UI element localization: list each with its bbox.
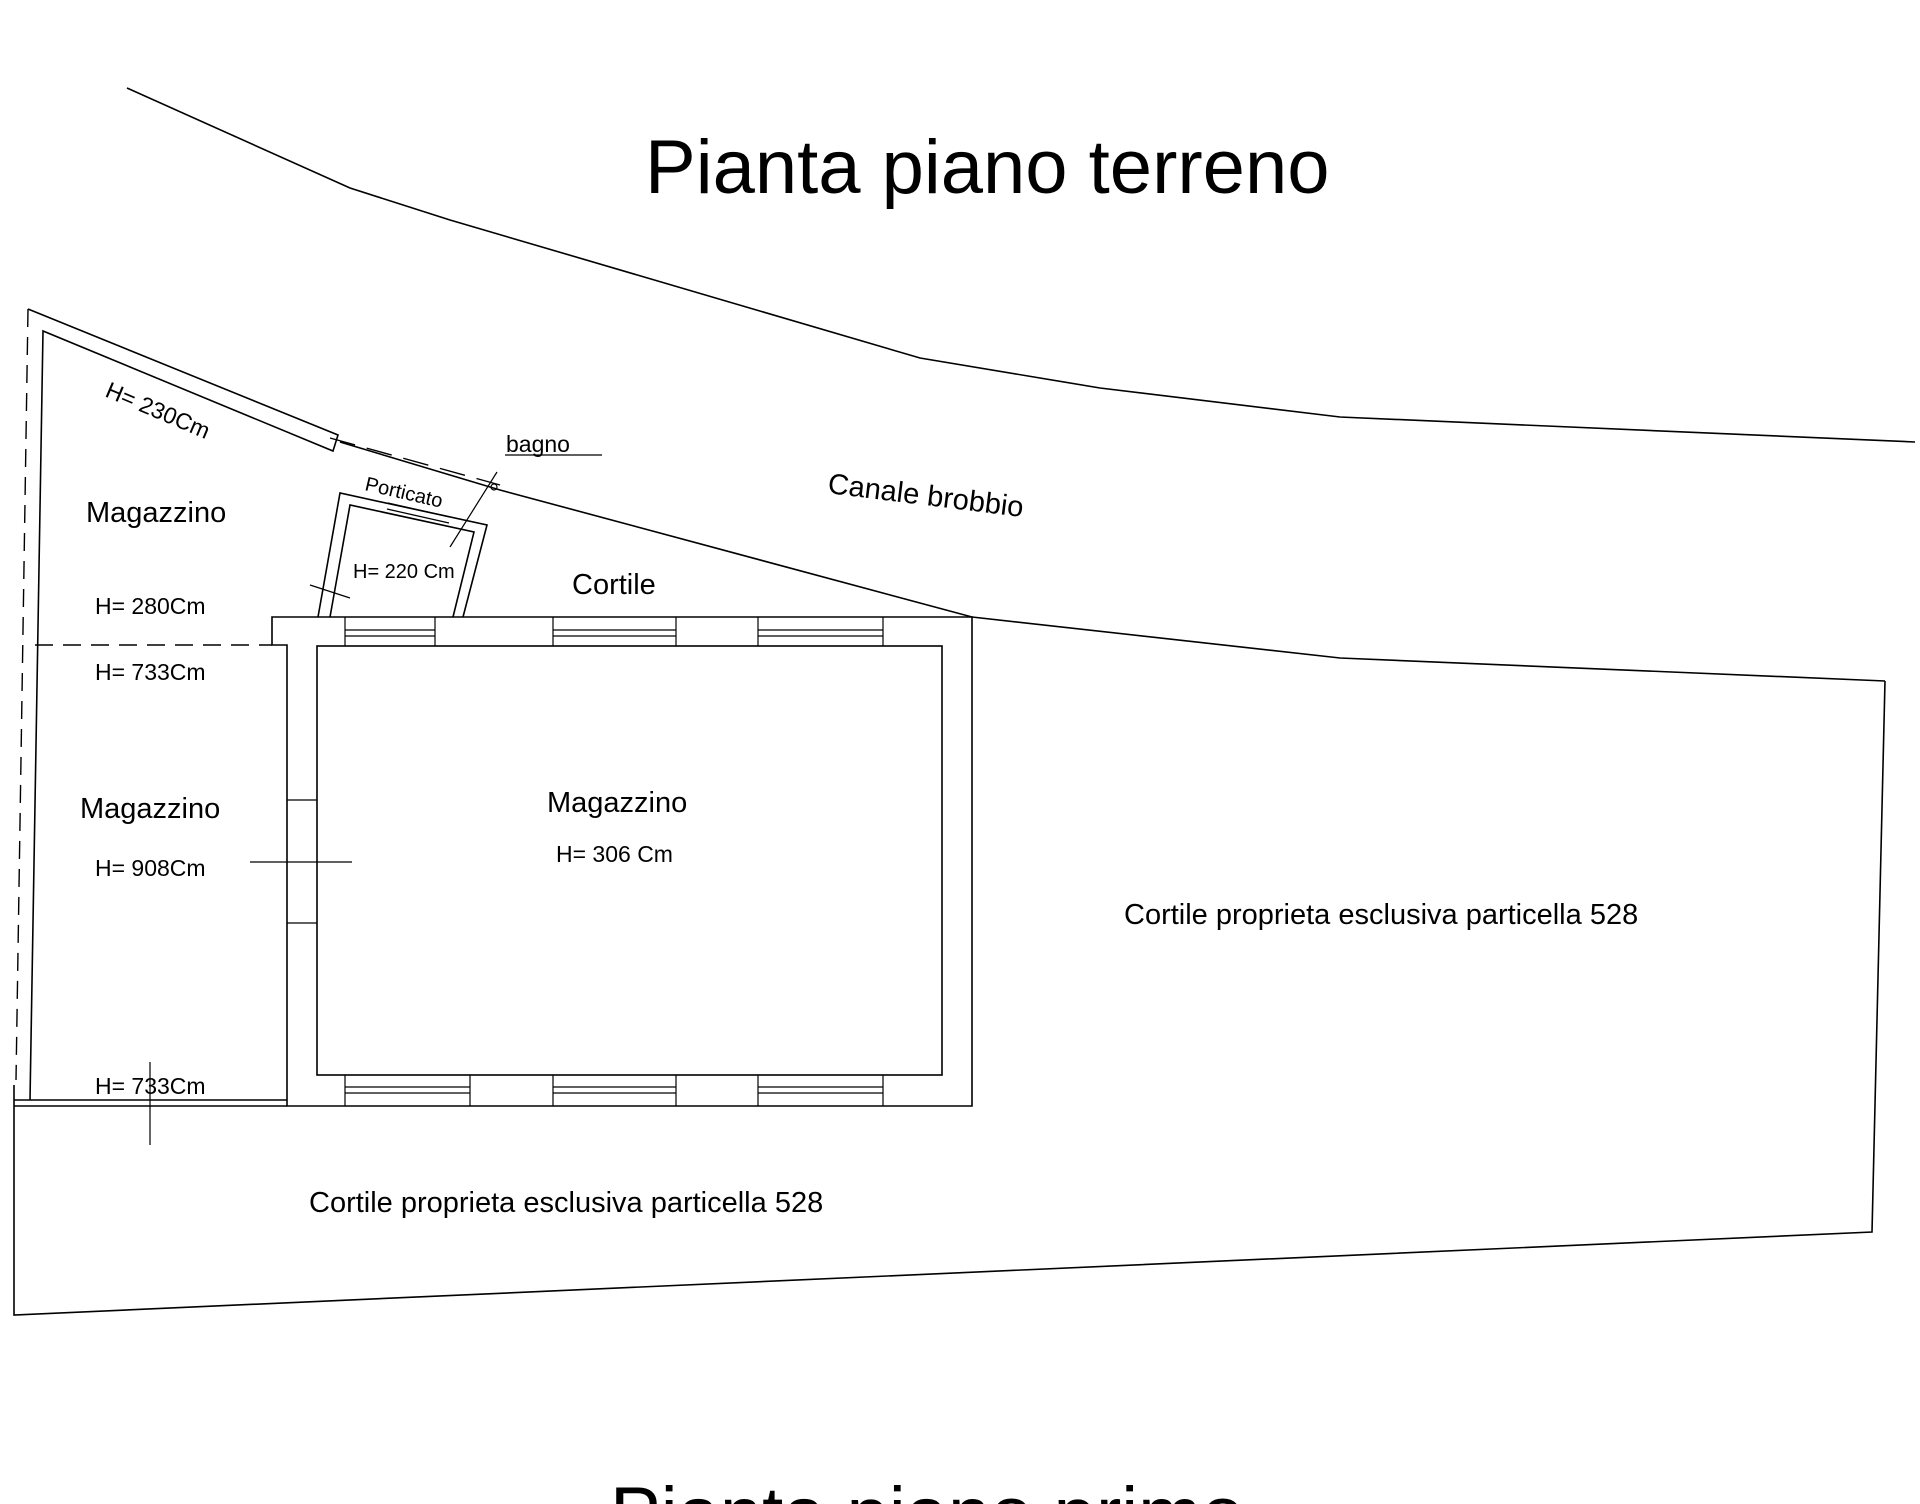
property-outline-south xyxy=(13,680,1886,1316)
label-magazzino-top: Magazzino xyxy=(86,497,226,529)
label-cortile-bottom: Cortile proprieta esclusiva particella 5… xyxy=(309,1187,823,1219)
label-h-733-b: H= 733Cm xyxy=(95,1073,206,1099)
ground-floor-title: Pianta piano terreno xyxy=(645,125,1329,210)
label-bagno: bagno xyxy=(506,431,570,457)
bathroom-block xyxy=(317,454,602,618)
west-door xyxy=(287,799,317,924)
section-mark-porch xyxy=(309,584,351,599)
canal-lower-bank-dashed xyxy=(329,437,501,486)
label-cortile: Cortile xyxy=(572,569,656,601)
label-h-230: H= 230Cm xyxy=(102,377,214,444)
first-floor-title: Pianta piano primo xyxy=(610,1472,1244,1504)
label-h-733-a: H= 733Cm xyxy=(95,659,206,685)
label-canale: Canale brobbio xyxy=(826,468,1025,524)
label-h-908: H= 908Cm xyxy=(95,855,206,881)
south-windows xyxy=(344,1075,884,1106)
label-cortile-right: Cortile proprieta esclusiva particella 5… xyxy=(1124,899,1638,931)
label-h-220: H= 220 Cm xyxy=(353,561,455,583)
building-inner-wall xyxy=(316,645,943,1076)
label-magazzino-left: Magazzino xyxy=(80,793,220,825)
label-h-280: H= 280Cm xyxy=(95,593,206,619)
canal-lower-bank xyxy=(339,441,1886,682)
label-magazzino-main: Magazzino xyxy=(547,787,687,819)
canal-upper-bank xyxy=(126,87,1916,443)
property-outline xyxy=(27,308,339,1101)
north-windows xyxy=(344,617,884,646)
label-h-306: H= 306 Cm xyxy=(556,841,673,867)
building-outer-wall xyxy=(271,616,973,1107)
west-dashed-boundary xyxy=(15,308,29,1081)
